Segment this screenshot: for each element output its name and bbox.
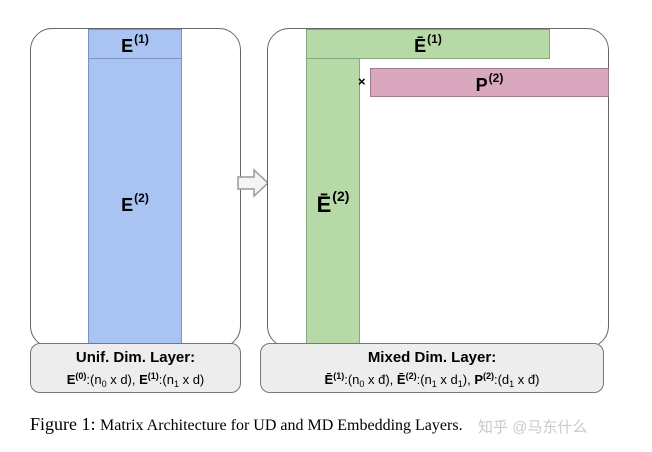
uniform-dim-title: Unif. Dim. Layer: bbox=[75, 349, 196, 366]
right-e2-label: Ē(2) bbox=[316, 188, 350, 217]
projection-label: P(2) bbox=[475, 70, 504, 95]
left-e1-matrix: E(1) bbox=[88, 29, 182, 59]
uniform-dim-caption: Unif. Dim. Layer: E(0):(n0 x d), E(1):(n… bbox=[30, 343, 241, 393]
projection-matrix: P(2) bbox=[370, 68, 609, 97]
left-e2-matrix: E(2) bbox=[88, 58, 182, 347]
mixed-dim-description: Ē(1):(n0 x đ), Ē(2):(n1 x d1), P(2):(d1 … bbox=[324, 371, 540, 389]
figure-caption-text: Matrix Architecture for UD and MD Embedd… bbox=[100, 417, 463, 434]
mixed-dim-caption: Mixed Dim. Layer: Ē(1):(n0 x đ), Ē(2):(n… bbox=[260, 343, 604, 393]
figure-caption-label: Figure 1: bbox=[30, 414, 96, 434]
figure-caption: Figure 1: Matrix Architecture for UD and… bbox=[30, 414, 463, 435]
watermark: 知乎 @马东什么 bbox=[478, 419, 588, 436]
right-e1-matrix: Ē(1) bbox=[306, 29, 550, 59]
mixed-dim-title: Mixed Dim. Layer: bbox=[367, 349, 497, 366]
right-e2-matrix: Ē(2) bbox=[306, 58, 360, 347]
uniform-dim-description: E(0):(n0 x d), E(1):(n1 x d) bbox=[66, 371, 205, 389]
left-e2-label: E(2) bbox=[121, 190, 149, 215]
right-e1-label: Ē(1) bbox=[414, 32, 442, 56]
transition-arrow-icon bbox=[237, 168, 270, 198]
left-e1-label: E(1) bbox=[121, 32, 149, 56]
multiply-symbol: × bbox=[358, 74, 366, 89]
